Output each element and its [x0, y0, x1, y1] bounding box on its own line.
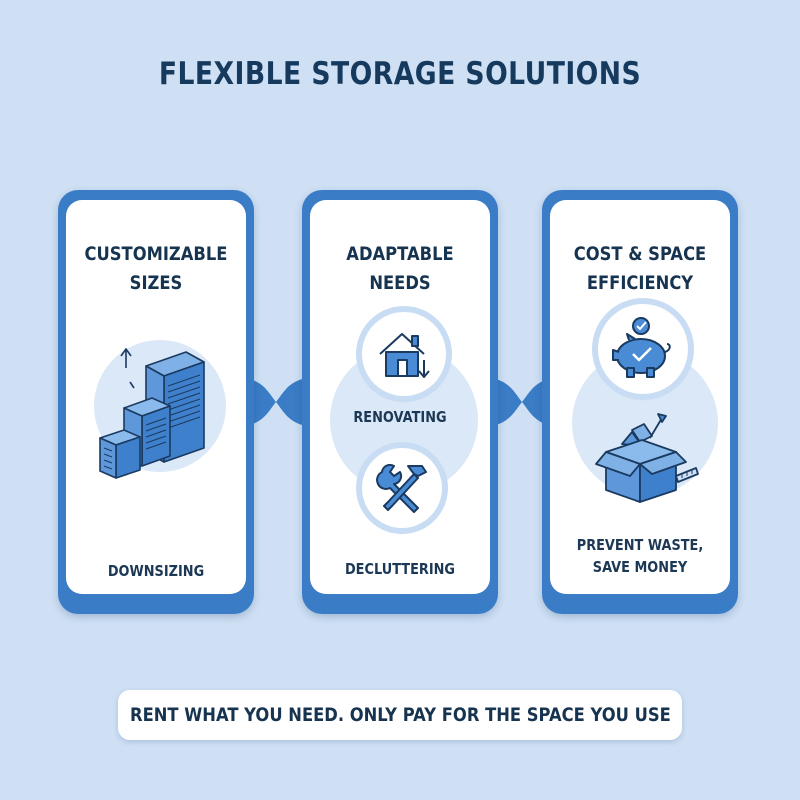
- piggy-bank-icon: [612, 317, 671, 378]
- card-cost-space-efficiency: COST & SPACE EFFICIENCY: [542, 190, 738, 614]
- piggy-bank-icon-circle: [598, 304, 688, 394]
- card-title-line: COST & SPACE: [573, 243, 707, 265]
- card-title-line: EFFICIENCY: [586, 272, 694, 294]
- connector-left: [246, 378, 306, 426]
- card-title: COST & SPACE EFFICIENCY: [563, 240, 718, 298]
- storage-units-icon: [99, 347, 205, 479]
- box-icon-wrap: [592, 410, 702, 510]
- card-title: ADAPTABLE NEEDS: [323, 240, 478, 298]
- card-customizable-sizes: CUSTOMIZABLE SIZES: [58, 190, 254, 614]
- card-panel: CUSTOMIZABLE SIZES: [66, 200, 246, 594]
- house-icon-circle: [362, 312, 446, 396]
- card-label: RENOVATING: [353, 408, 447, 426]
- up-arrow-icon: [120, 347, 135, 389]
- tools-icon: [376, 463, 427, 513]
- card-title-line: SIZES: [129, 272, 183, 294]
- card-label-line: SAVE MONEY: [592, 558, 688, 576]
- card-panel: COST & SPACE EFFICIENCY: [550, 200, 730, 594]
- card-panel: ADAPTABLE NEEDS RENOVATING: [310, 200, 490, 594]
- card-title-line: NEEDS: [369, 272, 431, 294]
- card-label: DOWNSIZING: [107, 562, 205, 580]
- card-title: CUSTOMIZABLE SIZES: [79, 240, 234, 298]
- card-title-line: CUSTOMIZABLE: [84, 243, 228, 265]
- footer-banner: RENT WHAT YOU NEED. ONLY PAY FOR THE SPA…: [118, 690, 682, 740]
- card-title-line: ADAPTABLE: [346, 243, 454, 265]
- box-icon: [595, 413, 699, 503]
- page-title: FLEXIBLE STORAGE SOLUTIONS: [158, 56, 642, 92]
- house-icon: [379, 333, 430, 378]
- card-adaptable-needs: ADAPTABLE NEEDS RENOVATING: [302, 190, 498, 614]
- card-label: DECLUTTERING: [344, 560, 456, 578]
- card-label: PREVENT WASTE, SAVE MONEY: [563, 534, 718, 578]
- tools-icon-circle: [362, 448, 442, 528]
- card-label-line: PREVENT WASTE,: [576, 536, 704, 554]
- footer-text: RENT WHAT YOU NEED. ONLY PAY FOR THE SPA…: [129, 704, 671, 726]
